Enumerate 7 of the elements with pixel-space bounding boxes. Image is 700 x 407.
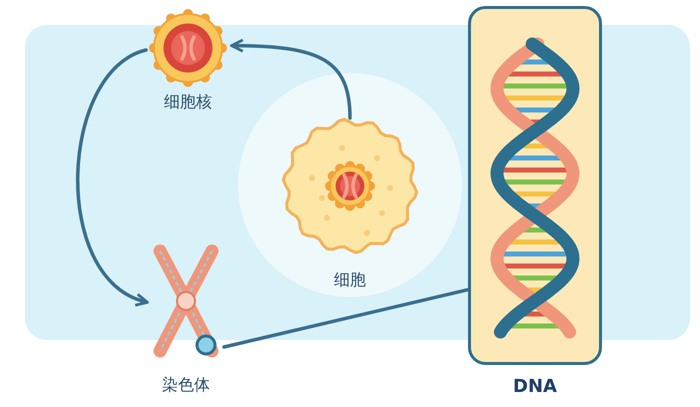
arrow bbox=[230, 38, 352, 120]
arrow bbox=[76, 48, 149, 305]
cell-part-label: 细胞 bbox=[334, 270, 366, 291]
cell-part-label: DNA bbox=[513, 376, 557, 397]
cell-part-label: 染色体 bbox=[162, 375, 210, 396]
cell-part-label: 细胞核 bbox=[164, 92, 212, 113]
connector-line bbox=[222, 288, 470, 349]
